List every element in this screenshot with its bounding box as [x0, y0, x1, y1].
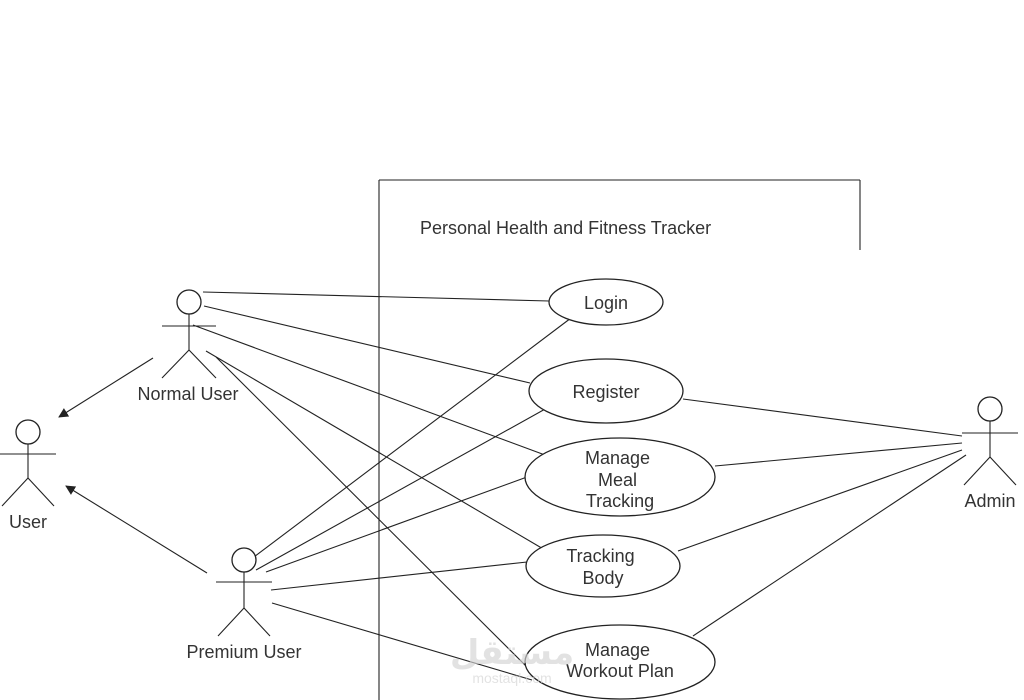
actor-label: User — [9, 512, 47, 532]
svg-text:Tracking Body: Tracking Body — [566, 546, 639, 588]
actor-premium-user[interactable]: Premium User — [186, 547, 302, 662]
svg-text:Manage Meal Tracki: Manage Meal Tracking — [585, 448, 655, 511]
actor-normal-user[interactable]: Normal User — [137, 289, 239, 404]
use-case-tracking-body[interactable]: Tracking Body — [525, 534, 681, 598]
use-case-register[interactable]: Register — [528, 358, 684, 424]
assoc-normal-body — [205, 350, 546, 551]
assoc-admin-body — [677, 449, 963, 552]
svg-text:Manage Workout Plan: Manage Workout Plan — [566, 640, 674, 681]
assoc-admin-workout — [692, 454, 967, 637]
assoc-premium-body — [270, 561, 528, 591]
actor-label: Normal User — [137, 384, 238, 404]
watermark: مستقل mostaql.com — [450, 634, 574, 686]
assoc-premium-register — [255, 407, 548, 571]
watermark-logo: مستقل — [450, 634, 574, 672]
stick-figure-icon — [962, 396, 1018, 486]
system-title: Personal Health and Fitness Tracker — [420, 218, 711, 238]
system-boundary — [378, 179, 861, 700]
assoc-admin-register — [682, 398, 963, 437]
generalization-premium-to-user — [65, 485, 208, 574]
actor-admin[interactable]: Admin — [962, 396, 1018, 511]
assoc-normal-meal — [192, 324, 546, 456]
stick-figure-icon — [161, 289, 217, 379]
assoc-premium-login — [249, 314, 576, 561]
assoc-normal-workout — [215, 356, 536, 676]
generalization-normal-to-user — [58, 357, 154, 418]
assoc-normal-login — [202, 291, 550, 302]
actor-label: Admin — [964, 491, 1015, 511]
stick-figure-icon — [216, 547, 272, 637]
assoc-admin-meal — [714, 442, 963, 467]
use-case-manage-workout-plan[interactable]: Manage Workout Plan — [524, 624, 716, 700]
svg-text:Login: Login — [584, 293, 628, 313]
actor-label: Premium User — [186, 642, 301, 662]
associations — [192, 291, 967, 681]
stick-figure-icon — [0, 419, 56, 507]
actor-user[interactable]: User — [0, 419, 56, 532]
watermark-site: mostaql.com — [472, 670, 551, 686]
use-case-manage-meal-tracking[interactable]: Manage Meal Tracking — [524, 437, 716, 517]
assoc-normal-register — [203, 305, 531, 384]
use-case-login[interactable]: Login — [548, 278, 664, 326]
assoc-premium-workout — [271, 602, 533, 681]
svg-text:Register: Register — [572, 382, 639, 402]
assoc-premium-meal — [265, 476, 528, 573]
